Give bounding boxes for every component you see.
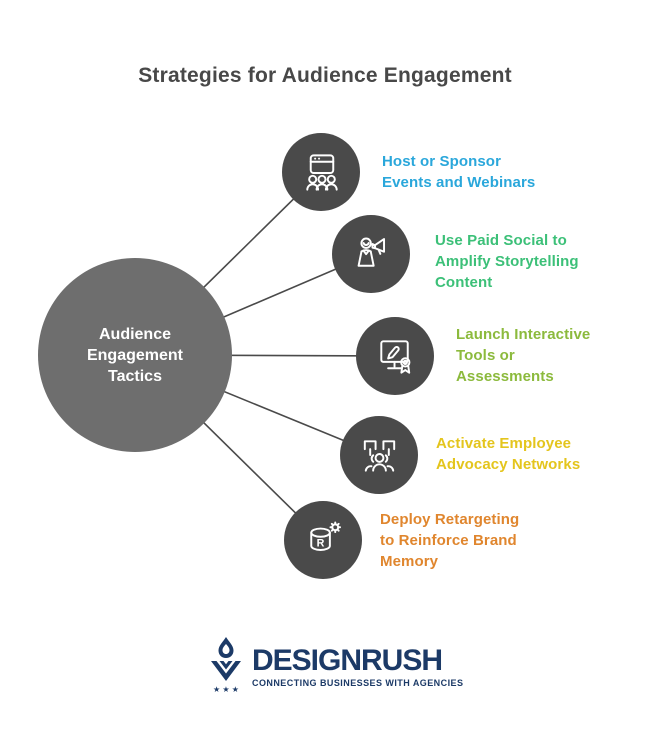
designrush-shield-flame-icon: ★ ★ ★	[211, 637, 241, 694]
node-label-events-webinars: Host or Sponsor Events and Webinars	[382, 153, 536, 191]
central-topic-label: Audience Engagement Tactics	[86, 325, 183, 385]
brand-tagline: CONNECTING BUSINESSES WITH AGENCIES	[252, 678, 464, 688]
brand-name: DESIGNRUSH	[252, 644, 443, 677]
node-label-paid-social: Use Paid Social to Amplify Storytelling …	[435, 232, 579, 291]
page-title: Strategies for Audience Engagement	[138, 64, 512, 87]
webinar-audience-icon	[305, 153, 338, 191]
node-label-retargeting: Deploy Retargeting to Reinforce Brand Me…	[380, 511, 520, 570]
database-letter: R	[316, 537, 324, 549]
node-paid-social	[332, 215, 410, 293]
node-label-interactive-tools: Launch Interactive Tools or Assessments	[456, 326, 591, 385]
brand-text: DESIGNRUSH CONNECTING BUSINESSES WITH AG…	[252, 636, 464, 689]
node-interactive-tools	[356, 317, 434, 395]
retargeting-database-icon: R	[309, 521, 341, 551]
person-megaphone-icon	[357, 237, 385, 267]
node-events-webinars	[282, 133, 360, 211]
node-employee-advocacy	[340, 416, 418, 494]
three-stars-icon: ★ ★ ★	[213, 685, 239, 694]
interactive-tools-icon	[379, 339, 410, 374]
brand-logo: ★ ★ ★ DESIGNRUSH CONNECTING BUSINESSES W…	[206, 636, 463, 694]
employee-advocacy-icon	[363, 439, 395, 472]
node-label-employee-advocacy: Activate Employee Advocacy Networks	[436, 435, 581, 473]
node-retargeting: R	[284, 501, 362, 579]
central-topic-circle: Audience Engagement Tactics	[38, 258, 232, 452]
